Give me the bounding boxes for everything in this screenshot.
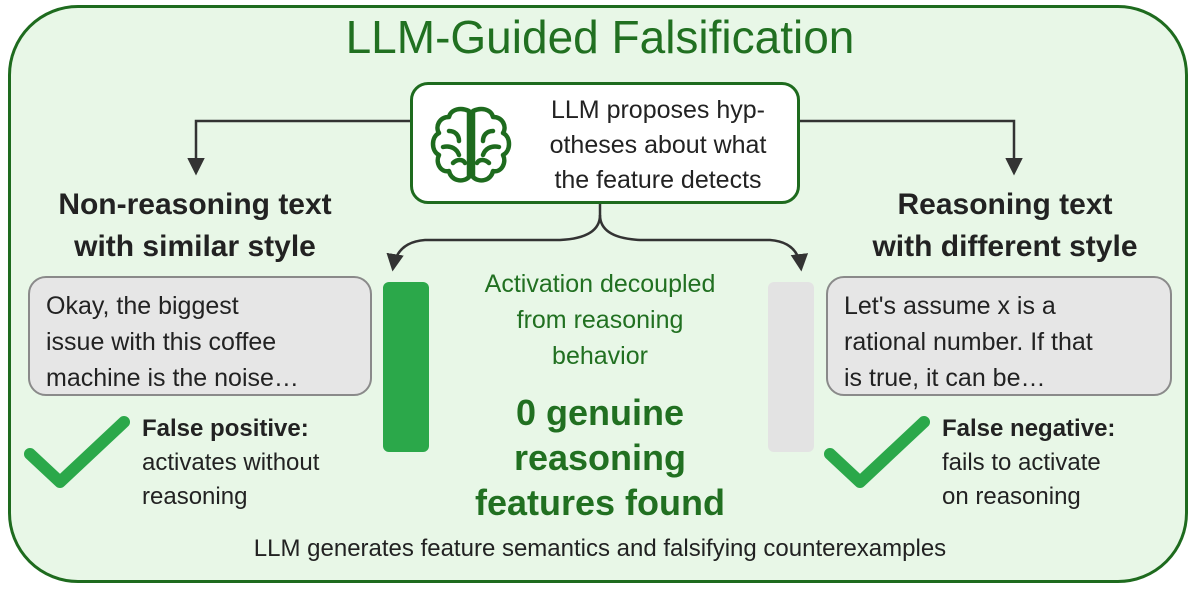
arrow-to-right-heading bbox=[800, 119, 1023, 176]
false-negative-label: False negative: bbox=[942, 415, 1116, 442]
checkmark-icon bbox=[824, 416, 930, 488]
footer-caption: LLM generates feature semantics and fals… bbox=[253, 535, 947, 562]
right-heading: Reasoning text with different style bbox=[872, 188, 1138, 263]
right-verdict: False negative: fails to activate on rea… bbox=[942, 412, 1182, 514]
left-verdict: False positive: activates without reason… bbox=[142, 412, 382, 514]
arrow-to-left-bar bbox=[386, 204, 602, 272]
right-activation-bar bbox=[768, 282, 814, 452]
left-activation-bar bbox=[383, 282, 429, 452]
false-positive-label: False positive: bbox=[142, 415, 309, 442]
diagram-title: LLM-Guided Falsification bbox=[345, 11, 855, 63]
left-heading: Non-reasoning text with similar style bbox=[58, 188, 332, 263]
brain-icon bbox=[430, 106, 512, 183]
right-example: Let's assume x is a rational number. If … bbox=[826, 276, 1172, 396]
decoupled-note: Activation decoupled from reasoning beha… bbox=[484, 270, 716, 370]
hypothesis-box: LLM proposes hyp- otheses about what the… bbox=[410, 82, 800, 204]
result-text: 0 genuine reasoning features found bbox=[474, 392, 725, 523]
false-positive-description: activates without reasoning bbox=[142, 449, 320, 510]
false-negative-description: fails to activate on reasoning bbox=[942, 449, 1101, 510]
left-example: Okay, the biggest issue with this coffee… bbox=[28, 276, 372, 396]
checkmark-icon bbox=[24, 416, 130, 488]
arrow-to-right-bar bbox=[598, 214, 809, 272]
hypothesis-text: LLM proposes hyp- otheses about what the… bbox=[549, 96, 767, 194]
arrow-to-left-heading bbox=[187, 119, 410, 176]
